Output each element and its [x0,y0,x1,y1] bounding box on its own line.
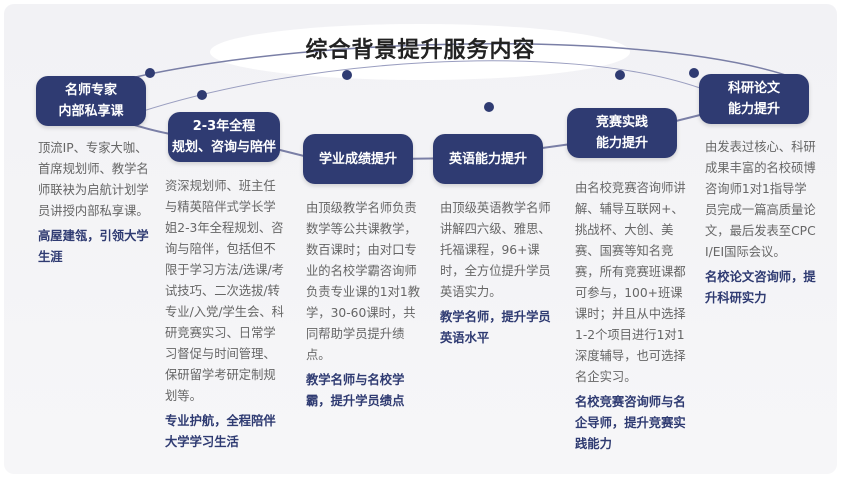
column-expert-course: 顶流IP、专家大咖、首席规划师、教学名师联袂为启航计划学员讲授内部私享课。 高屋… [38,138,150,268]
box-label: 科研论文 能力提升 [727,81,780,117]
highlight: 名校竞赛咨询师与名企导师，提升竞赛实践能力 [575,395,686,451]
column-academic: 由顶级教学名师负责数学等公共课教学，数百课时；由对口专业的名校学霸咨询师负责专业… [306,198,424,412]
box-competition: 竞赛实践 能力提升 [567,108,677,158]
box-label: 竞赛实践 能力提升 [595,115,648,151]
box-expert-course: 名师专家 内部私享课 [36,76,146,126]
highlight: 教学名师与名校学霸，提升学员绩点 [306,373,405,408]
page-title: 综合背景提升服务内容 [305,38,536,63]
box-label: 名师专家 内部私享课 [58,83,124,119]
dot [145,68,155,78]
column-planning: 资深规划师、班主任与精英陪伴式学长学姐2-3年全程规划、咨询与陪伴，包括但不限于… [165,176,285,453]
dot [484,102,494,112]
box-academic: 学业成绩提升 [303,134,413,184]
highlight: 高屋建瓴，引领大学生涯 [38,229,149,264]
box-planning: 2-3年全程 规划、咨询与陪伴 [168,112,280,162]
description: 由发表过核心、科研成果丰富的名校硕博咨询师1对1指导学员完成一篇高质量论文，最后… [705,140,816,259]
description: 资深规划师、班主任与精英陪伴式学长学姐2-3年全程规划、咨询与陪伴，包括但不限于… [165,179,284,403]
title-oval [210,24,630,80]
column-english: 由顶级英语教学名师讲解四六级、雅思、托福课程，96+课时，全方位提升学员英语实力… [440,198,552,349]
dot [689,68,699,78]
dot [342,70,352,80]
inner-arc [139,60,701,113]
highlight: 教学名师，提升学员英语水平 [440,310,551,345]
highlight: 名校论文咨询师，提升科研实力 [705,270,816,305]
dot [615,70,625,80]
box-label: 英语能力提升 [448,151,527,167]
description: 顶流IP、专家大咖、首席规划师、教学名师联袂为启航计划学员讲授内部私享课。 [38,141,149,218]
column-research: 由发表过核心、科研成果丰富的名校硕博咨询师1对1指导学员完成一篇高质量论文，最后… [705,137,817,309]
description: 由名校竞赛咨询师讲解、辅导互联网+、挑战杯、大创、美赛、国赛等知名竞赛，所有竞赛… [575,181,686,384]
box-label: 学业成绩提升 [318,151,397,167]
highlight: 专业护航，全程陪伴大学学习生活 [165,414,276,449]
box-research: 科研论文 能力提升 [699,74,809,124]
description: 由顶级教学名师负责数学等公共课教学，数百课时；由对口专业的名校学霸咨询师负责专业… [306,201,421,362]
box-english: 英语能力提升 [433,134,543,184]
box-label: 2-3年全程 规划、咨询与陪伴 [171,119,276,155]
dot [197,90,207,100]
column-competition: 由名校竞赛咨询师讲解、辅导互联网+、挑战杯、大创、美赛、国赛等知名竞赛，所有竞赛… [575,178,687,455]
description: 由顶级英语教学名师讲解四六级、雅思、托福课程，96+课时，全方位提升学员英语实力… [440,201,551,299]
